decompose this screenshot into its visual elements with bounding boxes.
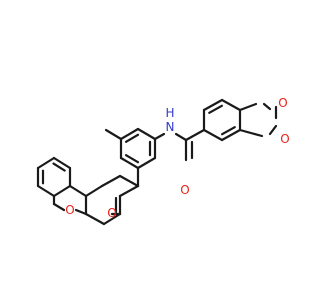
benzo-bond [52,156,72,170]
benzodioxole-ring-bond [220,128,242,142]
phenyl-bond [136,127,157,141]
phenyl-bond [119,127,140,141]
atom-label-layer: N H O O O O O [65,96,289,220]
coumarin-bond [100,174,122,188]
coumarin-bond [102,212,122,226]
carbonyl-aryl-bond [184,128,206,142]
benzodioxole-ring-bond [220,98,242,112]
dioxole-bond [238,102,258,112]
coumarin-bond [118,174,140,188]
phenyl-double-bond [124,133,140,143]
benzo-bond [36,184,56,198]
phenyl-bond [136,156,157,170]
dioxole-bond [268,124,278,136]
structure-canvas: N H O O O O O [36,96,290,226]
benzodioxole-ring-bond [202,128,224,142]
dioxole-oxygen-bottom-label: O [280,132,289,146]
coumarin-bond [118,184,140,198]
benzodioxole-double-bond [221,126,236,136]
dioxole-oxygen-top-label: O [278,96,287,110]
amide-nitrogen-label: N [166,120,175,134]
bond-layer [36,98,278,226]
methyl-bond [104,128,123,141]
benzo-bond [68,184,88,198]
dioxole-bond [238,128,264,138]
benzodioxole-double-bond [208,104,223,114]
benzodioxole-ring-bond [202,98,224,112]
dioxole-bond [262,102,272,111]
benzo-bond [36,156,56,170]
carbonyl-oxygen-label: O [180,183,189,197]
aryl-n-bond [153,132,166,141]
benzo-bond [52,184,72,198]
ring-o-bond [52,202,66,212]
phenyl-bond [119,156,140,170]
ring-oxygen-label: O [65,203,74,217]
lactone-oxygen-label: O [107,206,116,220]
coumarin-bond [84,212,106,226]
benzo-double-bond [52,162,66,172]
n-carbonyl-bond [174,132,188,142]
amide-hydrogen-label: H [165,106,174,120]
phenyl-double-bond [124,154,140,164]
coumarin-bond [84,184,104,198]
molecule-structure: N H O O O O O [36,96,290,226]
ring-o-bond [74,208,88,216]
